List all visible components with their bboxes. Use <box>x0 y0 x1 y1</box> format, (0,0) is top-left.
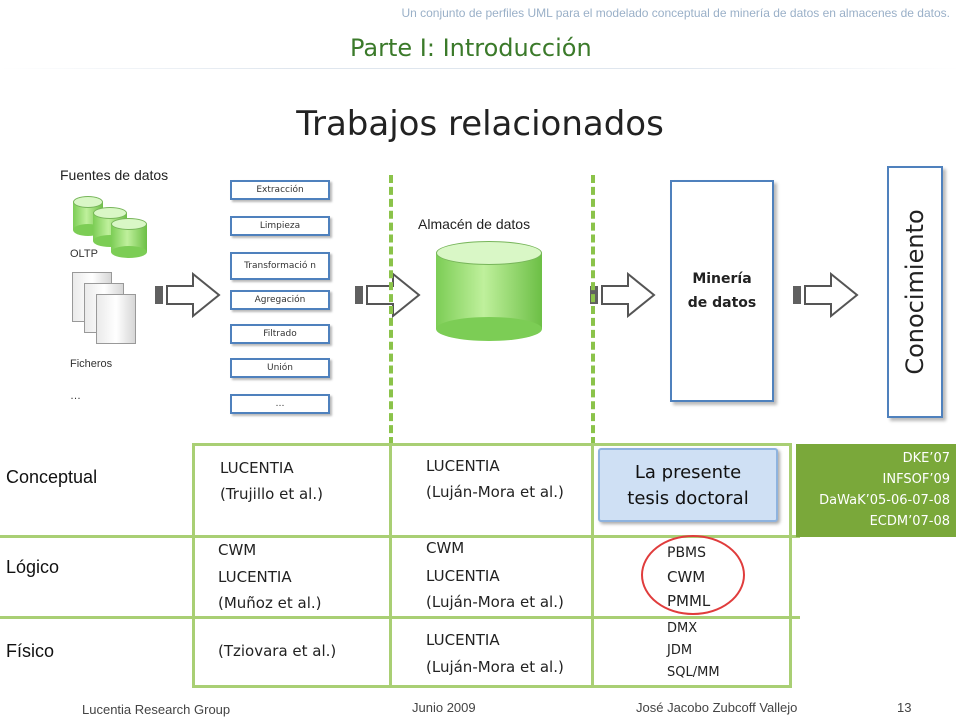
oltp-label: OLTP <box>70 248 98 260</box>
slide-title: Trabajos relacionados <box>296 104 664 144</box>
cell-text: DMX <box>667 621 698 636</box>
page-number: 13 <box>897 700 912 715</box>
flow-arrow-icon <box>355 272 421 318</box>
cell-text: (Luján-Mora et al.) <box>426 483 564 501</box>
grid-column-divider <box>389 443 392 688</box>
cell-text: (Luján-Mora et al.) <box>426 658 564 676</box>
presentation-caption: Un conjunto de perfiles UML para el mode… <box>401 6 950 20</box>
cell-text: LUCENTIA <box>220 459 294 477</box>
layer-separator-line <box>389 175 393 445</box>
grid-row-divider <box>0 616 800 619</box>
flow-arrow-icon <box>155 272 221 318</box>
cell-text: (Muñoz et al.) <box>218 594 322 612</box>
grid-column-divider <box>591 443 594 688</box>
sources-title: Fuentes de datos <box>60 167 169 183</box>
this-thesis-box: La presente tesis doctoral <box>598 448 778 522</box>
cell-text: (Tziovara et al.) <box>218 642 337 660</box>
thesis-label-line2: tesis doctoral <box>627 488 749 509</box>
layer-separator-line <box>591 175 595 445</box>
etl-step-cleaning: Limpieza <box>230 216 330 236</box>
publications-box: DKE’07 INFSOF’09 DaWaK’05-06-07-08 ECDM’… <box>796 444 956 537</box>
publication-item: DKE’07 <box>902 451 950 466</box>
row-label-logical: Lógico <box>6 557 60 577</box>
flow-arrow-icon <box>590 272 656 318</box>
etl-step-extraction: Extracción <box>230 180 330 200</box>
etl-step-union: Unión <box>230 358 330 378</box>
header-divider <box>0 68 960 69</box>
publication-item: ECDM’07-08 <box>869 514 950 529</box>
cell-text: LUCENTIA <box>426 567 500 585</box>
publication-item: INFSOF’09 <box>882 472 950 487</box>
row-label-conceptual: Conceptual <box>6 467 98 487</box>
sources-more-label: … <box>70 390 81 402</box>
cell-text: JDM <box>667 643 693 658</box>
mining-label-line2: de datos <box>687 295 757 311</box>
footer-author: José Jacobo Zubcoff Vallejo <box>636 700 798 715</box>
data-mining-box: Minería de datos <box>670 180 774 402</box>
files-label: Ficheros <box>70 358 113 370</box>
highlight-ellipse <box>641 535 745 615</box>
flow-arrow-icon <box>793 272 859 318</box>
cell-text: LUCENTIA <box>426 631 500 649</box>
thesis-label-line1: La presente <box>634 462 742 483</box>
cell-text: LUCENTIA <box>218 568 292 586</box>
section-title: Parte I: Introducción <box>350 34 592 62</box>
approaches-grid <box>192 443 792 688</box>
warehouse-label: Almacén de datos <box>418 216 531 232</box>
etl-step-more: … <box>230 394 330 414</box>
footer-group: Lucentia Research Group <box>82 702 231 717</box>
cell-text: CWM <box>426 539 465 557</box>
etl-step-transformation: Transformació n <box>230 252 330 280</box>
publication-item: DaWaK’05-06-07-08 <box>819 493 950 508</box>
grid-row-divider <box>0 535 800 538</box>
cell-text: CWM <box>218 541 257 559</box>
cell-text: LUCENTIA <box>426 457 500 475</box>
etl-step-filtering: Filtrado <box>230 324 330 344</box>
cell-text: (Trujillo et al.) <box>220 485 323 503</box>
cell-text: SQL/MM <box>667 665 720 680</box>
mining-label-line1: Minería <box>692 271 752 287</box>
knowledge-box <box>887 166 943 418</box>
etl-step-aggregation: Agregación <box>230 290 330 310</box>
warehouse-cylinder-icon <box>436 241 542 341</box>
cell-text: (Luján-Mora et al.) <box>426 593 564 611</box>
knowledge-label: Conocimiento <box>901 209 929 375</box>
row-label-physical: Físico <box>6 641 55 661</box>
footer-date: Junio 2009 <box>412 700 476 715</box>
